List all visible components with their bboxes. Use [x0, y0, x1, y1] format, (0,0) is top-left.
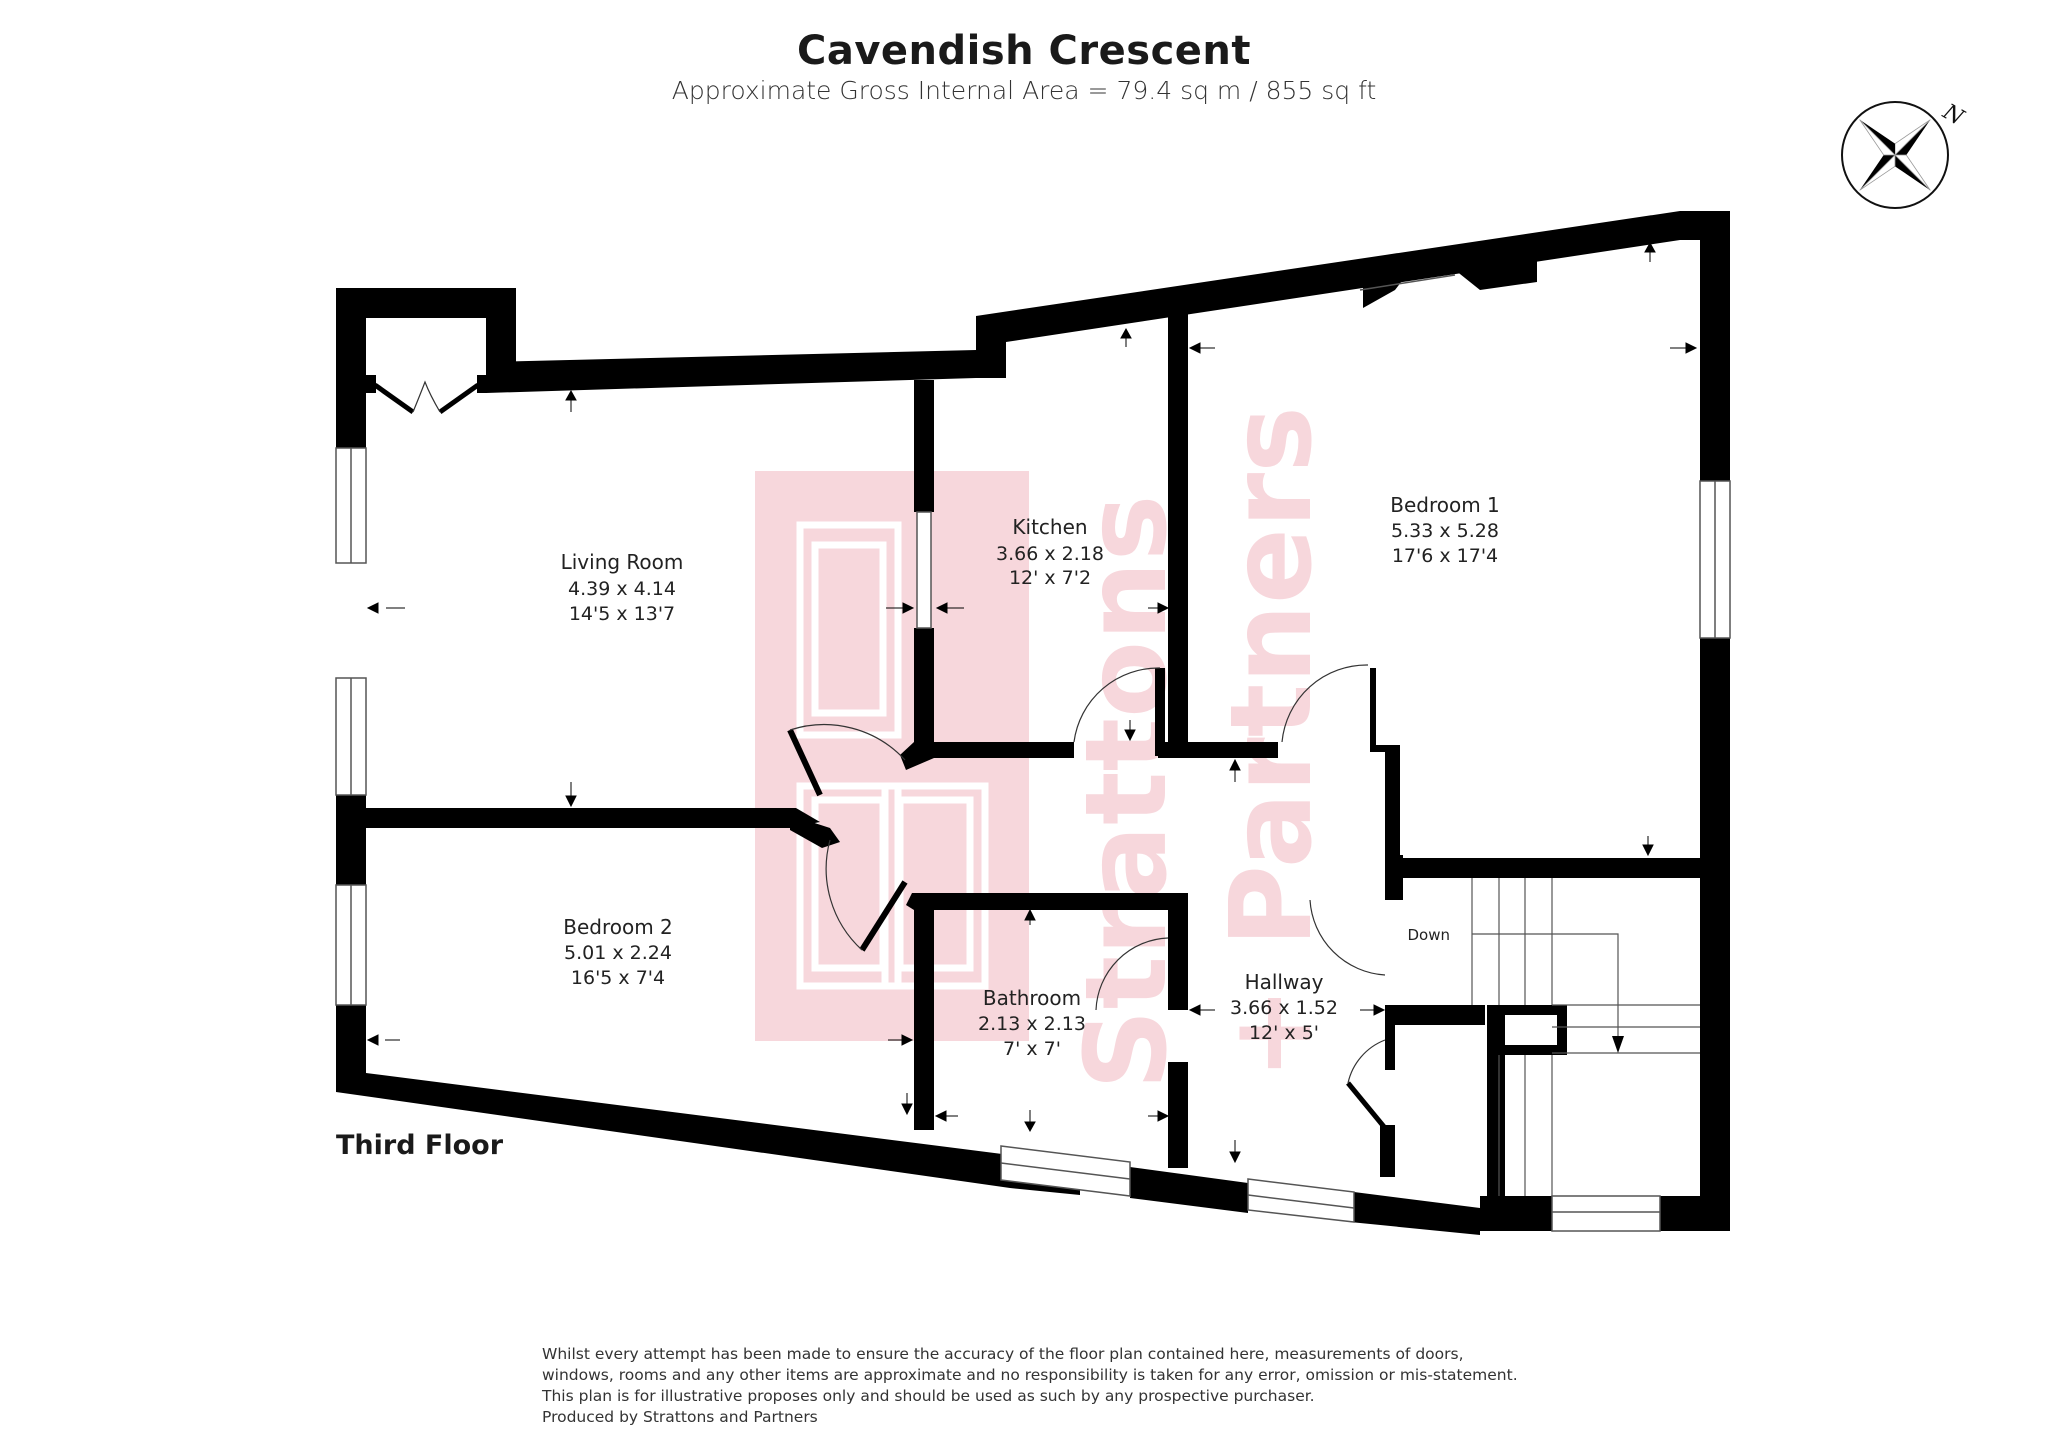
svg-text:Bedroom 2: Bedroom 2	[563, 915, 673, 939]
disclaimer-line: windows, rooms and any other items are a…	[542, 1366, 1518, 1384]
svg-text:5.01 x 2.24: 5.01 x 2.24	[564, 942, 672, 964]
svg-text:Hallway: Hallway	[1245, 970, 1324, 994]
disclaimer: Whilst every attempt has been made to en…	[542, 1344, 1542, 1428]
svg-text:4.39 x 4.14: 4.39 x 4.14	[568, 578, 676, 600]
disclaimer-line: Whilst every attempt has been made to en…	[542, 1345, 1464, 1363]
disclaimer-line: Produced by Strattons and Partners	[542, 1408, 818, 1426]
svg-text:17'6 x 17'4: 17'6 x 17'4	[1392, 545, 1498, 567]
svg-text:16'5 x 7'4: 16'5 x 7'4	[571, 967, 665, 989]
room-living-room: Living Room 4.39 x 4.14 14'5 x 13'7	[561, 550, 684, 625]
svg-text:Kitchen: Kitchen	[1012, 515, 1087, 539]
room-bedroom-2: Bedroom 2 5.01 x 2.24 16'5 x 7'4	[563, 915, 673, 989]
dimension-arrows	[366, 241, 1698, 1164]
svg-text:12' x 5': 12' x 5'	[1249, 1022, 1319, 1044]
svg-text:7' x 7': 7' x 7'	[1003, 1038, 1061, 1060]
plan-title: Cavendish Crescent	[796, 28, 1252, 74]
room-bathroom: Bathroom 2.13 x 2.13 7' x 7'	[978, 986, 1086, 1060]
floor-label: Third Floor	[336, 1130, 504, 1161]
svg-text:3.66 x 1.52: 3.66 x 1.52	[1230, 997, 1338, 1019]
stairs-down-label: Down	[1407, 926, 1450, 944]
walls	[336, 211, 1730, 1235]
windows	[335, 274, 1731, 1232]
room-hallway: Hallway 3.66 x 1.52 12' x 5'	[1230, 970, 1338, 1044]
svg-text:14'5 x 13'7: 14'5 x 13'7	[569, 603, 675, 625]
staircase	[1471, 878, 1700, 1196]
svg-text:2.13 x 2.13: 2.13 x 2.13	[978, 1013, 1086, 1035]
room-kitchen: Kitchen 3.66 x 2.18 12' x 7'2	[996, 515, 1104, 589]
svg-text:Bedroom 1: Bedroom 1	[1390, 493, 1500, 517]
doors	[373, 380, 1387, 1130]
compass-rose-icon: N	[1841, 99, 1968, 209]
room-bedroom-1: Bedroom 1 5.33 x 5.28 17'6 x 17'4	[1390, 493, 1500, 567]
svg-text:5.33 x 5.28: 5.33 x 5.28	[1391, 520, 1499, 542]
svg-text:12' x 7'2: 12' x 7'2	[1009, 567, 1091, 589]
svg-text:3.66 x 2.18: 3.66 x 2.18	[996, 543, 1104, 565]
disclaimer-line: This plan is for illustrative proposes o…	[542, 1387, 1315, 1405]
gross-internal-area: Approximate Gross Internal Area = 79.4 s…	[671, 76, 1377, 105]
svg-text:Living Room: Living Room	[561, 550, 684, 574]
svg-text:Bathroom: Bathroom	[983, 986, 1081, 1010]
